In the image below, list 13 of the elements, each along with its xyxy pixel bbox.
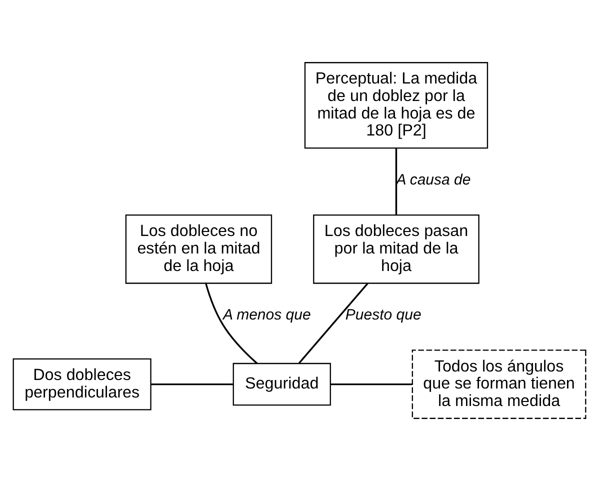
edge-label: A menos que (222, 306, 311, 324)
connector (298, 282, 368, 364)
edge-label: Puesto que (345, 306, 422, 324)
connector (395, 148, 398, 214)
connector (330, 382, 412, 385)
node-box: Dos dobleces perpendiculares (12, 358, 152, 410)
node-box: Seguridad (232, 362, 331, 406)
node-box: Los dobleces pasan por la mitad de la hoja (313, 214, 480, 284)
node-box: Perceptual: La medida de un doblez por la mitad de la hoja es de 180 [P2] (304, 62, 488, 148)
node-box: Todos los ángulos que se forman tienen la misma medida (412, 349, 586, 418)
node-box: Los dobleces no estén en la mitad de la hoja (125, 214, 272, 284)
connector (205, 282, 258, 364)
connector (151, 382, 234, 385)
